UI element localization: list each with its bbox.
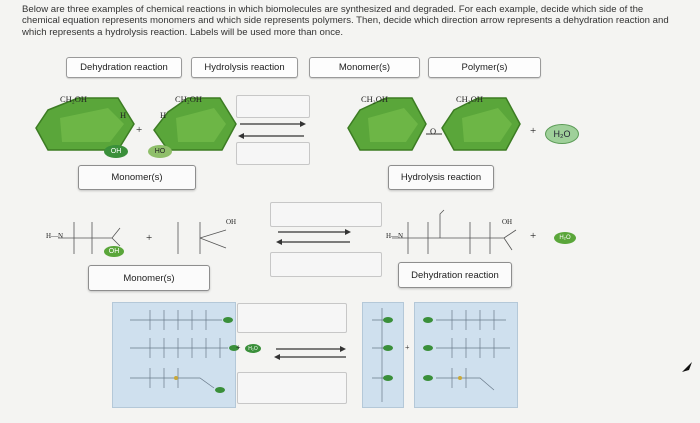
placed-label-hydrolysis-1[interactable]: Hydrolysis reaction (388, 165, 494, 190)
placed-label-monomers-2[interactable]: Monomer(s) (88, 265, 210, 291)
drop-zone-arrow-bottom-3[interactable] (237, 372, 347, 404)
dipeptide-oh: OH (502, 218, 513, 226)
instructions-text: Below are three examples of chemical rea… (22, 4, 669, 38)
placed-label-monomers-1[interactable]: Monomer(s) (78, 165, 196, 190)
placed-label-dehydration-2[interactable]: Dehydration reaction (398, 262, 512, 288)
oxygen-link: O (430, 126, 437, 136)
plus-sign-water-2: + (530, 230, 537, 242)
ch2oh-polymer-2: CH₂OH (456, 94, 484, 104)
oh-group: OH (104, 145, 128, 158)
dipeptide-amine: H—N (386, 232, 404, 240)
oh-group-2: OH (104, 246, 124, 257)
carboxyl-oh: OH (226, 218, 237, 226)
drop-zone-arrow-top-3[interactable] (237, 303, 347, 333)
water-2: H₂O (554, 232, 576, 244)
label-polymers[interactable]: Polymer(s) (428, 57, 541, 78)
h-atom-right: H (160, 110, 167, 120)
plus-sign-3: + (236, 343, 241, 352)
ch2oh-left: CH₂OH (60, 94, 88, 104)
water-3: H₂O (245, 344, 261, 353)
amine-group: H—N (46, 232, 64, 240)
plus-sign-4: + (405, 343, 410, 352)
drop-zone-arrow-top-2[interactable] (270, 202, 382, 227)
drop-zone-arrow-top-1[interactable] (236, 95, 310, 118)
plus-sign-water-1: + (530, 125, 537, 137)
ho-group: HO (148, 145, 172, 158)
label-hydrolysis-reaction[interactable]: Hydrolysis reaction (191, 57, 298, 78)
cursor-pointer-icon (682, 362, 692, 372)
plus-sign-1: + (136, 124, 143, 136)
drop-zone-arrow-bottom-2[interactable] (270, 252, 382, 277)
ch2oh-middle: CH₂OH (175, 94, 203, 104)
ch2oh-polymer-1: CH₂OH (361, 94, 389, 104)
drop-zone-arrow-bottom-1[interactable] (236, 142, 310, 165)
water-1: H₂O (545, 124, 579, 144)
h-atom-left: H (120, 110, 127, 120)
label-dehydration-reaction[interactable]: Dehydration reaction (66, 57, 182, 78)
plus-sign-2: + (146, 232, 153, 244)
label-monomers[interactable]: Monomer(s) (309, 57, 420, 78)
